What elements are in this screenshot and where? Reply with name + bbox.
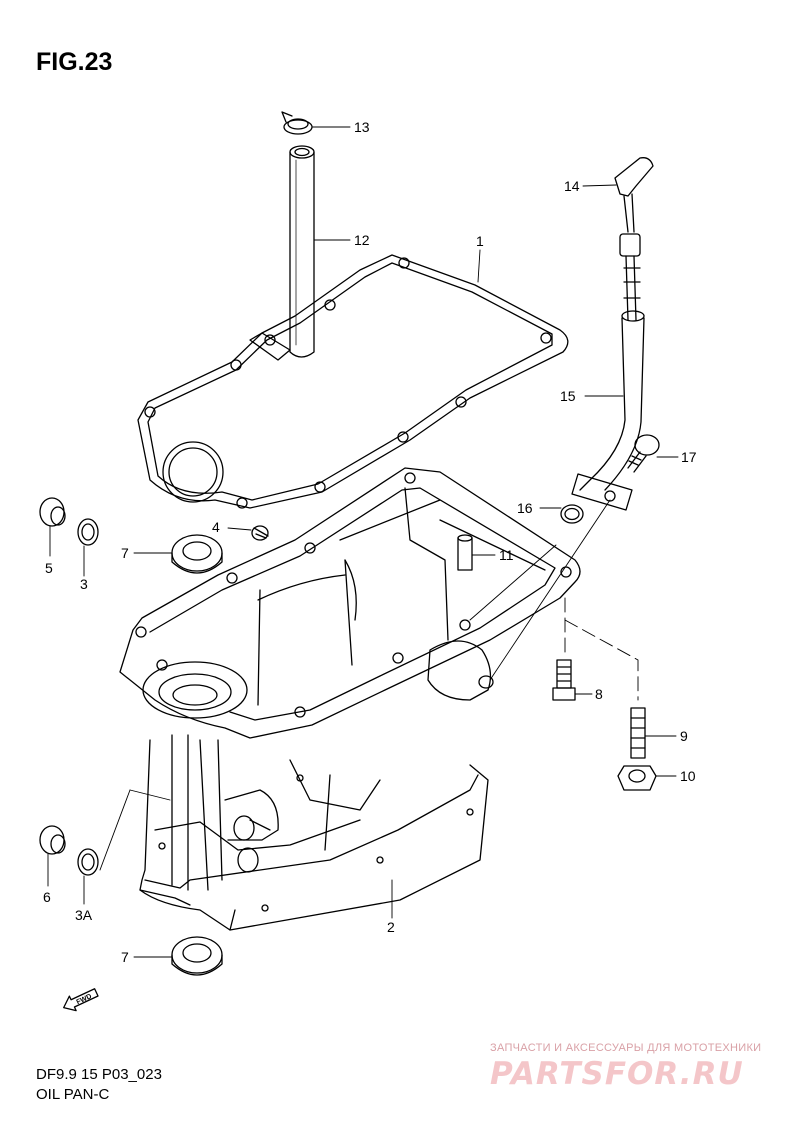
- callout-17: 17: [681, 449, 697, 465]
- callout-5: 5: [45, 560, 53, 576]
- gasket-bolt-holes: [144, 257, 552, 509]
- callout-6: 6: [43, 889, 51, 905]
- washer-lower-part: [77, 848, 99, 876]
- nut-part: [617, 765, 657, 791]
- oil-seal-lower-part: [171, 936, 223, 976]
- callout-12: 12: [354, 232, 370, 248]
- callout-1: 1: [476, 233, 484, 249]
- callout-9: 9: [680, 728, 688, 744]
- callout-11: 11: [499, 547, 514, 563]
- o-ring-part: [560, 504, 584, 524]
- gasket-part: [137, 254, 569, 509]
- drain-plug-lower-part: [39, 825, 66, 855]
- fwd-arrow-icon: FWD: [63, 988, 99, 1012]
- watermark-tagline: ЗАПЧАСТИ И АКСЕССУАРЫ ДЛЯ МОТОТЕХНИКИ: [490, 1042, 762, 1054]
- callout-labels: 13 12 1 14 15 17 16 11 4 7 5 3 8 9 10 6 …: [43, 119, 697, 965]
- figure-code: DF9.9 15 P03_023: [36, 1066, 162, 1083]
- callout-14: 14: [564, 178, 580, 194]
- pickup-pipe-part: [289, 145, 315, 358]
- figure-title: FIG.23: [36, 48, 113, 76]
- stud-part: [630, 707, 646, 759]
- figure-name: OIL PAN-C: [36, 1086, 110, 1103]
- callout-7-upper: 7: [121, 545, 129, 561]
- dipstick-guide-part: [571, 310, 645, 511]
- callout-7-lower: 7: [121, 949, 129, 965]
- fwd-label: FWD: [76, 993, 93, 1006]
- drain-plug-upper-part: [39, 497, 66, 527]
- callout-13: 13: [354, 119, 370, 135]
- hose-clip-part: [281, 111, 313, 135]
- guide-bolt-part: [627, 434, 660, 473]
- plug-part: [251, 525, 269, 541]
- callout-2: 2: [387, 919, 395, 935]
- callout-4: 4: [212, 519, 220, 535]
- callout-16: 16: [517, 500, 533, 516]
- watermark-brand: PARTSFOR.RU: [490, 1056, 744, 1092]
- leader-lines: [47, 126, 679, 958]
- callout-15: 15: [560, 388, 576, 404]
- oil-pan-part: [119, 467, 581, 931]
- callout-3: 3: [80, 576, 88, 592]
- callout-10: 10: [680, 768, 696, 784]
- washer-upper-part: [77, 518, 99, 546]
- oil-seal-upper-part: [171, 534, 223, 574]
- callout-3A: 3A: [75, 907, 93, 923]
- bolt-part: [552, 659, 576, 701]
- dipstick-part: [614, 157, 654, 321]
- assembly-dashed-lines: [564, 597, 639, 701]
- callout-8: 8: [595, 686, 603, 702]
